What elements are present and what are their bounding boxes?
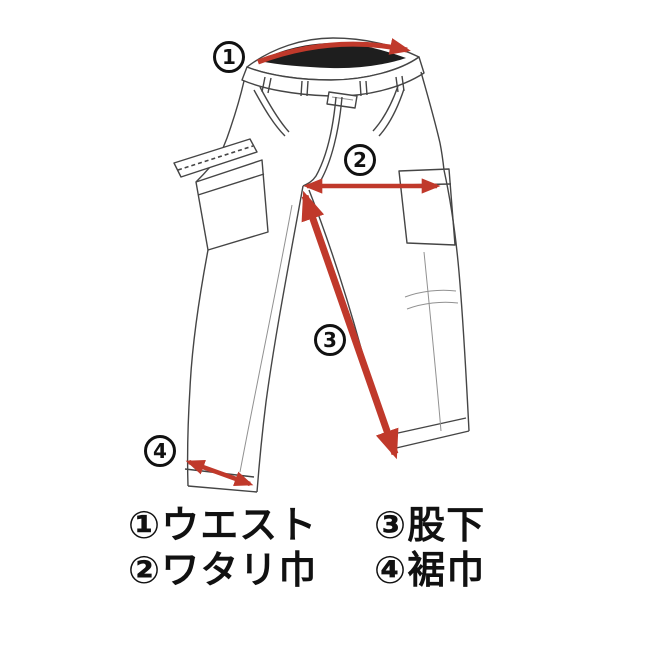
marker-thigh-width-number: 2	[353, 148, 367, 172]
legend-item-hem-width: ④裾巾	[374, 547, 486, 593]
fly-seam	[302, 96, 343, 187]
marker-inseam: 3	[314, 324, 346, 356]
left-hip-outline	[195, 80, 245, 183]
marker-hem-width-number: 4	[153, 439, 167, 463]
legend-item-thigh-width: ②ワタリ巾	[128, 547, 374, 593]
marker-waist: 1	[213, 41, 245, 73]
left-leg-outer-seam	[186, 249, 209, 487]
legend-label-hem-width: 裾巾	[407, 547, 486, 592]
front-pocket-slants	[253, 85, 405, 137]
hem-width-arrow	[185, 459, 254, 487]
legend-label-inseam: 股下	[407, 503, 486, 547]
waist-arrow	[257, 38, 411, 65]
left-cargo-pocket-flap	[197, 173, 265, 196]
left-strap	[173, 138, 258, 178]
legend-symbol-inseam: ③	[374, 503, 408, 547]
right-leg-outer-seam	[443, 169, 470, 432]
waistband-front	[241, 56, 425, 97]
right-hip-outline	[420, 71, 445, 171]
belt-loops	[261, 75, 405, 97]
legend-label-thigh-width: ワタリ巾	[161, 547, 318, 592]
pants-line-drawing	[173, 37, 470, 493]
legend-symbol-waist: ①	[128, 503, 162, 547]
right-hem	[388, 417, 470, 450]
inseam-arrow	[301, 190, 399, 460]
legend-symbol-hem-width: ④	[374, 547, 408, 592]
left-strap-stitching	[177, 145, 254, 171]
legend-item-waist: ①ウエスト	[128, 503, 374, 548]
legend-symbol-thigh-width: ②	[128, 547, 162, 592]
legend-item-inseam: ③股下	[374, 503, 486, 548]
legend-label-waist: ウエスト	[161, 503, 318, 547]
left-cargo-pocket	[195, 159, 269, 251]
marker-thigh-width: 2	[344, 144, 376, 176]
measurement-arrows	[185, 38, 441, 487]
measurement-legend: ①ウエスト ③股下 ②ワタリ巾 ④裾巾	[128, 503, 486, 593]
marker-hem-width: 4	[144, 435, 176, 467]
left-leg-inner-seam	[256, 185, 304, 493]
marker-inseam-number: 3	[323, 328, 337, 352]
marker-waist-number: 1	[222, 45, 236, 69]
crease-and-knee-lines	[239, 204, 459, 473]
